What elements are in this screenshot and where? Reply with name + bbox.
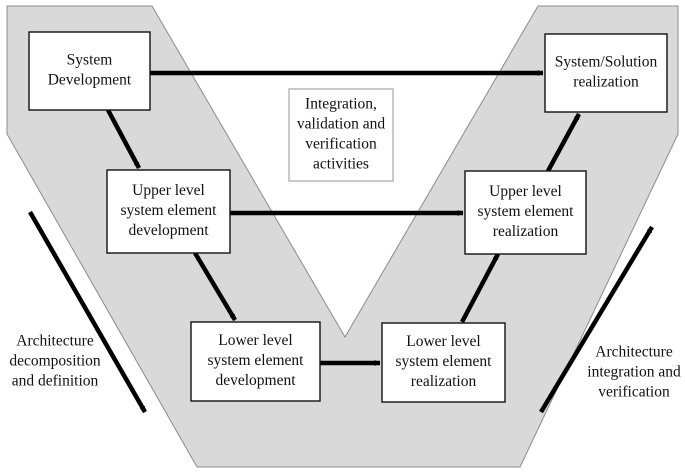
architecture-decomposition-label: Architecture decomposition and definition xyxy=(9,333,101,390)
arrow-upper-realization-to-solution-realization xyxy=(546,112,581,173)
integration-activities-label: Integration, validation and verification ac… xyxy=(297,96,385,173)
lower-level-development-label: Lower level system element development xyxy=(208,332,305,389)
arrow-system-development-to-upper-development xyxy=(106,108,141,170)
arrow-architecture-integration xyxy=(539,225,654,414)
label-line: verification xyxy=(598,384,670,401)
v-shape-band xyxy=(6,5,679,468)
label-line: realization xyxy=(493,223,559,240)
label-line: Upper level xyxy=(489,183,562,200)
label-line: Upper level xyxy=(132,182,205,199)
label-line: Architecture xyxy=(16,333,94,350)
lower-level-realization-label: Lower level system element realization xyxy=(396,333,493,390)
label-line: System xyxy=(67,52,113,69)
integration-activities-box xyxy=(288,88,394,182)
label-line: system element xyxy=(396,353,493,370)
label-line: system element xyxy=(478,203,575,220)
label-line: Development xyxy=(48,72,132,89)
upper-level-development-label: Upper level system element development xyxy=(121,182,218,239)
label-line: Lower level xyxy=(218,332,292,349)
label-line: activities xyxy=(313,156,369,173)
lower-level-realization-box xyxy=(381,322,506,403)
label-line: system element xyxy=(208,352,305,369)
label-line: development xyxy=(215,372,296,389)
label-line: decomposition xyxy=(9,353,101,370)
upper-level-development-box xyxy=(106,169,231,254)
label-line: and definition xyxy=(12,373,99,390)
label-line: realization xyxy=(573,74,639,91)
label-line: development xyxy=(128,222,209,239)
label-line: Integration, xyxy=(305,96,377,113)
label-line: System/Solution xyxy=(555,54,658,71)
upper-level-realization-label: Upper level system element realization xyxy=(478,183,575,240)
system-development-box xyxy=(28,31,151,111)
label-line: system element xyxy=(121,202,218,219)
arrow-lower-realization-to-upper-realization xyxy=(460,252,500,324)
label-line: verification xyxy=(305,136,377,153)
label-line: realization xyxy=(411,373,477,390)
connector-arrows xyxy=(28,70,654,414)
label-line: Architecture xyxy=(595,344,673,361)
arrow-architecture-decomposition xyxy=(28,210,147,414)
architecture-integration-label: Architecture integration and verification xyxy=(587,344,681,401)
upper-level-realization-box xyxy=(464,170,587,255)
label-line: validation and xyxy=(297,116,385,133)
arrow-upper-development-to-lower-development xyxy=(193,251,237,322)
lower-level-development-box xyxy=(190,321,321,402)
label-line: Lower level xyxy=(406,333,480,350)
system-solution-realization-label: System/Solution realization xyxy=(555,54,658,91)
system-solution-realization-box xyxy=(544,33,668,113)
label-line: integration and xyxy=(587,364,681,381)
